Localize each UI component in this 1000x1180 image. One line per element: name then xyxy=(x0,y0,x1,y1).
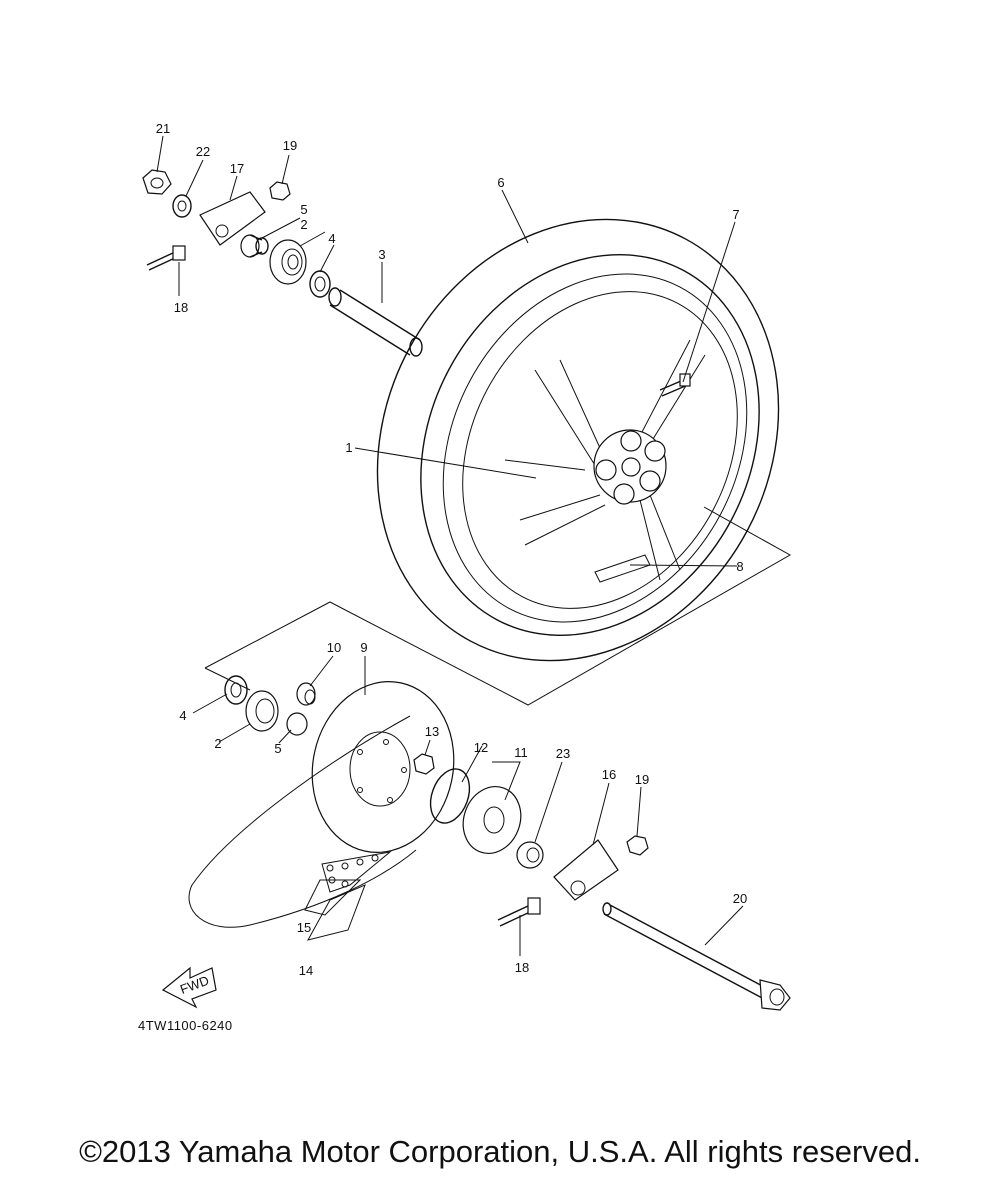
part-label-22: 22 xyxy=(196,144,210,159)
part-label-2: 2 xyxy=(214,736,221,751)
upper-hardware xyxy=(142,169,331,298)
part-label-10: 10 xyxy=(327,640,341,655)
part-label-17: 17 xyxy=(230,161,244,176)
part-label-14: 14 xyxy=(299,963,313,978)
rear-wheel-tire xyxy=(376,218,780,662)
leader-lines xyxy=(156,135,744,956)
part-label-5: 5 xyxy=(300,202,307,217)
part-label-4: 4 xyxy=(179,708,186,723)
part-label-6: 6 xyxy=(497,175,504,190)
part-label-18: 18 xyxy=(515,960,529,975)
diagram-code: 4TW1100-6240 xyxy=(138,1018,233,1033)
axle-assembly xyxy=(497,835,791,1011)
part-label-20: 20 xyxy=(733,891,747,906)
part-label-7: 7 xyxy=(732,207,739,222)
sprocket-assembly xyxy=(188,675,544,941)
part-label-13: 13 xyxy=(425,724,439,739)
part-label-21: 21 xyxy=(156,121,170,136)
part-label-19: 19 xyxy=(283,138,297,153)
sprocket-plane xyxy=(204,667,251,691)
part-label-11: 11 xyxy=(514,745,528,760)
part-label-5: 5 xyxy=(274,741,281,756)
part-label-23: 23 xyxy=(556,746,570,761)
part-label-4: 4 xyxy=(328,231,335,246)
part-label-2: 2 xyxy=(300,217,307,232)
fwd-arrow: FWD xyxy=(161,966,217,1009)
assembly-plane xyxy=(204,506,792,706)
part-label-9: 9 xyxy=(360,640,367,655)
part-label-15: 15 xyxy=(297,920,311,935)
part-label-1: 1 xyxy=(345,440,352,455)
part-label-16: 16 xyxy=(602,767,616,782)
part-label-19: 19 xyxy=(635,772,649,787)
part-label-8: 8 xyxy=(736,559,743,574)
part-label-12: 12 xyxy=(474,740,488,755)
part-label-18: 18 xyxy=(174,300,188,315)
part-label-3: 3 xyxy=(378,247,385,262)
part-labels: 1 2 2 3 4 4 5 5 6 7 8 9 10 11 12 13 14 1… xyxy=(156,121,747,978)
exploded-parts-diagram: FWD 1 2 2 3 4 4 5 xyxy=(142,121,792,1011)
axle-collar xyxy=(328,287,423,357)
copyright-notice: ©2013 Yamaha Motor Corporation, U.S.A. A… xyxy=(79,1134,921,1169)
